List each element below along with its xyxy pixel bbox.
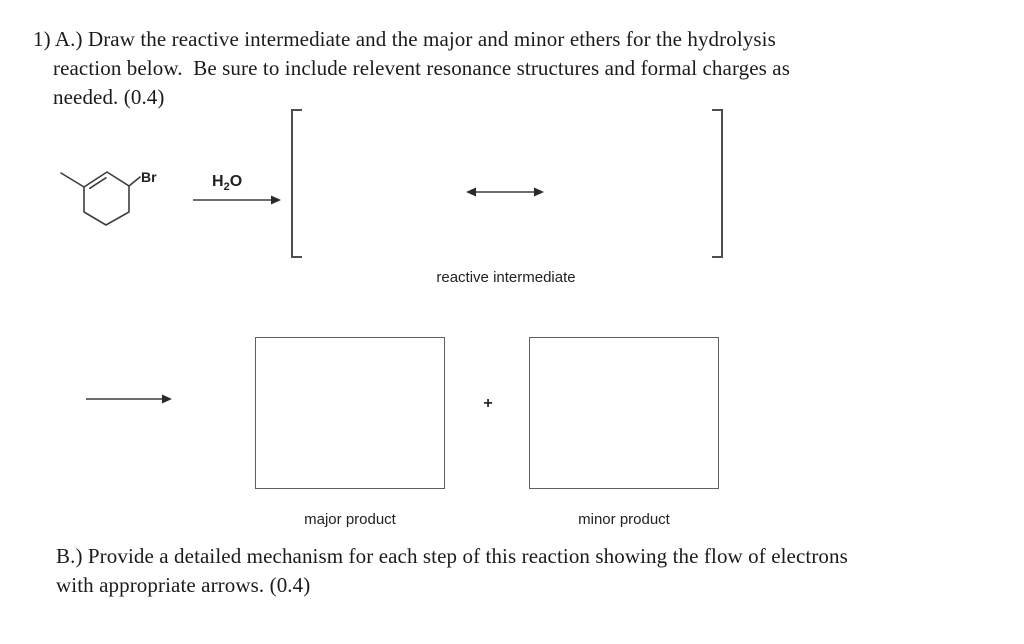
plus-sign: + — [483, 395, 493, 412]
minor-product-label: minor product — [578, 511, 670, 528]
reagent-subscript: 2 — [223, 181, 230, 194]
question-a-line-1: 1) A.) Draw the reactive intermediate an… — [33, 27, 776, 51]
reagent-o: O — [229, 173, 243, 190]
right-bracket — [712, 109, 723, 258]
reactive-intermediate-label: reactive intermediate — [436, 269, 576, 286]
question-b-line-1: B.) Provide a detailed mechanism for eac… — [56, 544, 848, 568]
bromine-bond — [128, 176, 141, 187]
minor-product-box — [529, 337, 719, 489]
cyclohexene-ring — [83, 171, 130, 226]
reagent-label: H2O — [212, 173, 260, 193]
question-a-text: 1) A.) Draw the reactive intermediate an… — [33, 25, 973, 112]
question-a-line-2: reaction below. Be sure to include relev… — [53, 56, 790, 80]
question-b-text: B.) Provide a detailed mechanism for eac… — [56, 542, 1006, 600]
double-bond-inner-line — [88, 176, 107, 190]
reaction-arrow-icon — [193, 195, 281, 205]
left-bracket — [291, 109, 302, 258]
reactant-structure: Br — [60, 169, 157, 226]
major-product-label: major product — [304, 511, 396, 528]
br-label: Br — [141, 169, 157, 185]
methyl-bond — [60, 172, 85, 188]
question-b-line-2: with appropriate arrows. (0.4) — [56, 573, 311, 597]
reagent-h: H — [212, 173, 224, 190]
question-a-line-3: needed. (0.4) — [53, 85, 165, 109]
products-arrow-icon — [86, 394, 172, 404]
resonance-arrow-icon — [466, 187, 544, 197]
major-product-box — [255, 337, 445, 489]
